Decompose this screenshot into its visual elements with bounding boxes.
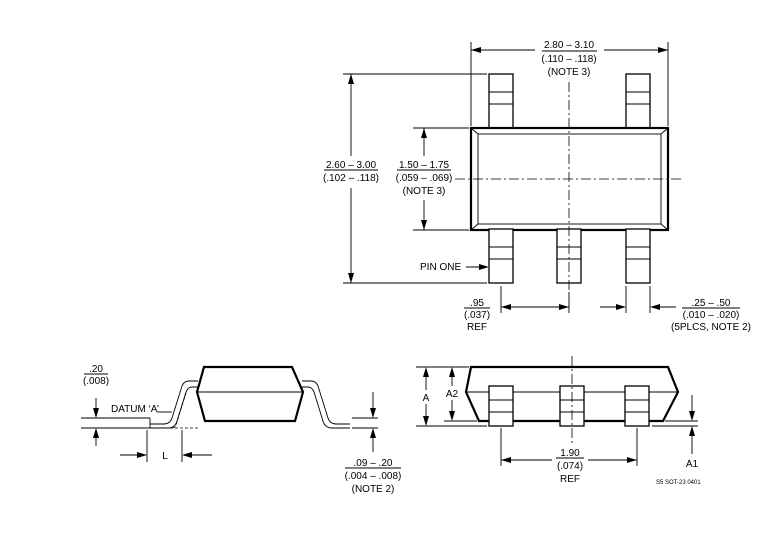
end-view: A A2 A1 1.90 (.074) REF (416, 356, 699, 485)
lead-width-inch: (.010 – .020) (683, 310, 740, 321)
body-length-mm: 1.50 – 1.75 (399, 160, 449, 171)
top-view: 2.80 – 3.10 (.110 – .118) (NOTE 3) 2.60 … (323, 40, 751, 333)
side-view: DATUM ‘A’ .20 (.008) L .09 – .20 (81, 364, 401, 495)
l-label: L (162, 451, 168, 462)
lead-width-dimension (600, 286, 676, 313)
body-length-dimension (413, 127, 469, 231)
overall-length-mm: 2.60 – 3.00 (326, 160, 376, 171)
span-inch: (.074) (557, 461, 583, 472)
lead-width-note: (5PLCS, NOTE 2) (671, 322, 751, 333)
a1-label: A1 (686, 459, 699, 470)
width-dim-inch: (.110 – .118) (541, 54, 596, 65)
body-length-inch: (.059 – .069) (396, 173, 453, 184)
drawing-code: S5 SOT-23 0401 (656, 480, 701, 486)
thickness-mm: .09 – .20 (354, 458, 393, 469)
thickness-note: (NOTE 2) (352, 484, 395, 495)
pitch-inch: (.037) (464, 310, 490, 321)
bottom-pin-right (625, 228, 651, 284)
width-dim-note: (NOTE 3) (548, 67, 591, 78)
span-dimension (500, 428, 638, 466)
pin-one-arrow (479, 264, 489, 270)
end-view-pin-left (488, 385, 514, 427)
side-view-body (195, 365, 305, 423)
thickness-dimension (352, 392, 378, 452)
datum-a-label: DATUM ‘A’ (111, 404, 159, 415)
lead-width-mm: .25 – .50 (692, 298, 731, 309)
body-length-note: (NOTE 3) (403, 186, 446, 197)
pitch-dimension (500, 286, 570, 313)
span-ref: REF (560, 474, 580, 485)
end-view-pin-right (624, 385, 650, 427)
width-dimension (470, 42, 669, 126)
bottom-pin-center (556, 228, 582, 284)
thickness-inch: (.004 – .008) (345, 471, 402, 482)
bottom-pin-left (488, 228, 514, 284)
a-label: A (423, 393, 430, 404)
pitch-mm: .95 (470, 298, 484, 309)
a2-label: A2 (446, 389, 459, 400)
width-dim-mm: 2.80 – 3.10 (544, 40, 594, 51)
pitch-ref: REF (467, 322, 487, 333)
top-pin-right (625, 73, 651, 129)
overall-length-inch: (.102 – .118) (323, 173, 379, 184)
gauge-dim-inch: (.008) (83, 376, 109, 387)
l-dimension (120, 430, 212, 462)
top-pin-left (488, 73, 514, 129)
span-mm: 1.90 (560, 448, 580, 459)
side-view-right-lead (302, 380, 350, 429)
gauge-dim-mm: .20 (89, 364, 103, 375)
pin-one-label: PIN ONE (420, 262, 461, 273)
overall-length-dimension (343, 73, 487, 284)
